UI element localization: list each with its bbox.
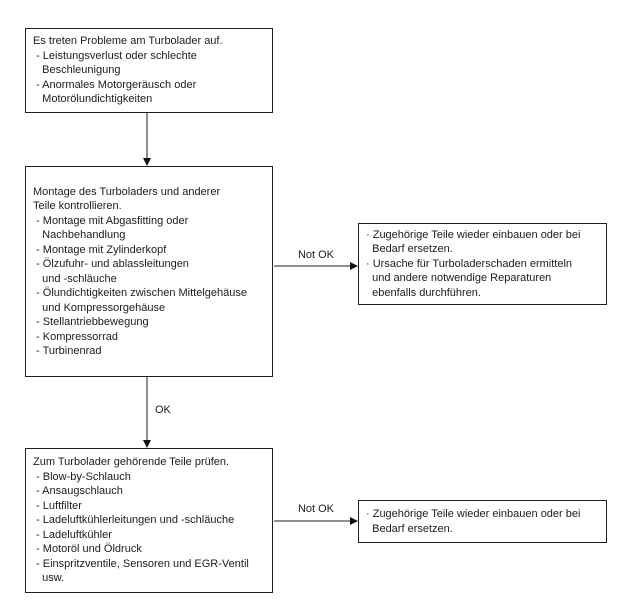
problem-box: Es treten Probleme am Turbolader auf. - …: [25, 28, 273, 113]
ok-label: OK: [155, 404, 171, 416]
box-text-line: - Stellantriebbewegung: [33, 316, 149, 328]
box-text-line: - Luftfilter: [33, 499, 82, 512]
box-text-line: Es treten Probleme am Turbolader auf.: [33, 35, 223, 48]
not-ok-label-top: Not OK: [297, 249, 335, 261]
box-text-line: - Ölundichtigkeiten zwischen Mittelgehäu…: [33, 287, 248, 299]
arrowhead-right-icon: [350, 516, 358, 525]
arrowhead-right-icon: [350, 261, 358, 270]
box-text-line: Bedarf ersetzen.: [366, 522, 453, 535]
box-text-line: - Ladeluftkühlerleitungen und -schläuche: [33, 514, 235, 527]
box-text-line: und -schläuche: [33, 272, 117, 285]
box-text-line: - Blow-by-Schlauch: [33, 470, 131, 483]
box-text-line: · Zugehörige Teile wieder einbauen oder …: [366, 508, 581, 520]
box-text-line: - Motoröl und Öldruck: [33, 543, 142, 556]
box-text-line: - Montage mit Zylinderkopf: [33, 243, 167, 256]
connector-montage-to-notok-action: [274, 265, 350, 267]
box-text-line: - Ladeluftkühler: [33, 528, 112, 541]
box-text-line: Montage des Turboladers und anderer: [33, 185, 221, 198]
box-text-line: · Zugehörige Teile wieder einbauen oder …: [366, 228, 581, 241]
box-text-line: und andere notwendige Reparaturen: [366, 272, 552, 285]
box-text-line: - Kompressorrad: [33, 330, 118, 343]
arrowhead-down-icon: [142, 158, 151, 166]
box-text-line: · Ursache für Turboladerschaden ermittel…: [366, 257, 573, 270]
box-text-line: - Ansaugschlauch: [33, 485, 123, 498]
not-ok-action-box-top: · Zugehörige Teile wieder einbauen oder …: [358, 223, 607, 305]
box-text-line: - Leistungsverlust oder schlechte: [33, 49, 197, 62]
connector-parts-to-notok-action: [274, 520, 350, 522]
box-text-line: Motorölundichtigkeiten: [33, 93, 153, 106]
box-text-line: Nachbehandlung: [33, 229, 126, 241]
connector-montage-to-parts: [146, 377, 148, 440]
arrowhead-down-icon: [142, 440, 151, 448]
box-text-line: Teile kontrollieren.: [33, 200, 122, 212]
box-text-line: - Anormales Motorgeräusch oder: [33, 78, 197, 91]
box-text-line: Beschleunigung: [33, 64, 121, 77]
box-text-line: Zum Turbolader gehörende Teile prüfen.: [33, 456, 230, 469]
box-text-line: ebenfalls durchführen.: [366, 286, 481, 299]
box-text-line: - Turbinenrad: [33, 345, 102, 357]
box-text-line: - Einspritzventile, Sensoren und EGR-Ven…: [33, 557, 249, 570]
parts-check-box: Zum Turbolader gehörende Teile prüfen. -…: [25, 448, 273, 593]
box-text-line: - Montage mit Abgasfitting oder: [33, 214, 189, 227]
box-text-line: Bedarf ersetzen.: [366, 243, 453, 256]
not-ok-action-box-bottom: · Zugehörige Teile wieder einbauen oder …: [358, 500, 607, 543]
not-ok-label-bottom: Not OK: [297, 503, 335, 515]
box-text-line: und Kompressorgehäuse: [33, 301, 166, 314]
box-text-line: usw.: [33, 572, 65, 585]
connector-problem-to-montage: [146, 113, 148, 159]
box-text-line: - Ölzufuhr- und ablassleitungen: [33, 258, 189, 270]
